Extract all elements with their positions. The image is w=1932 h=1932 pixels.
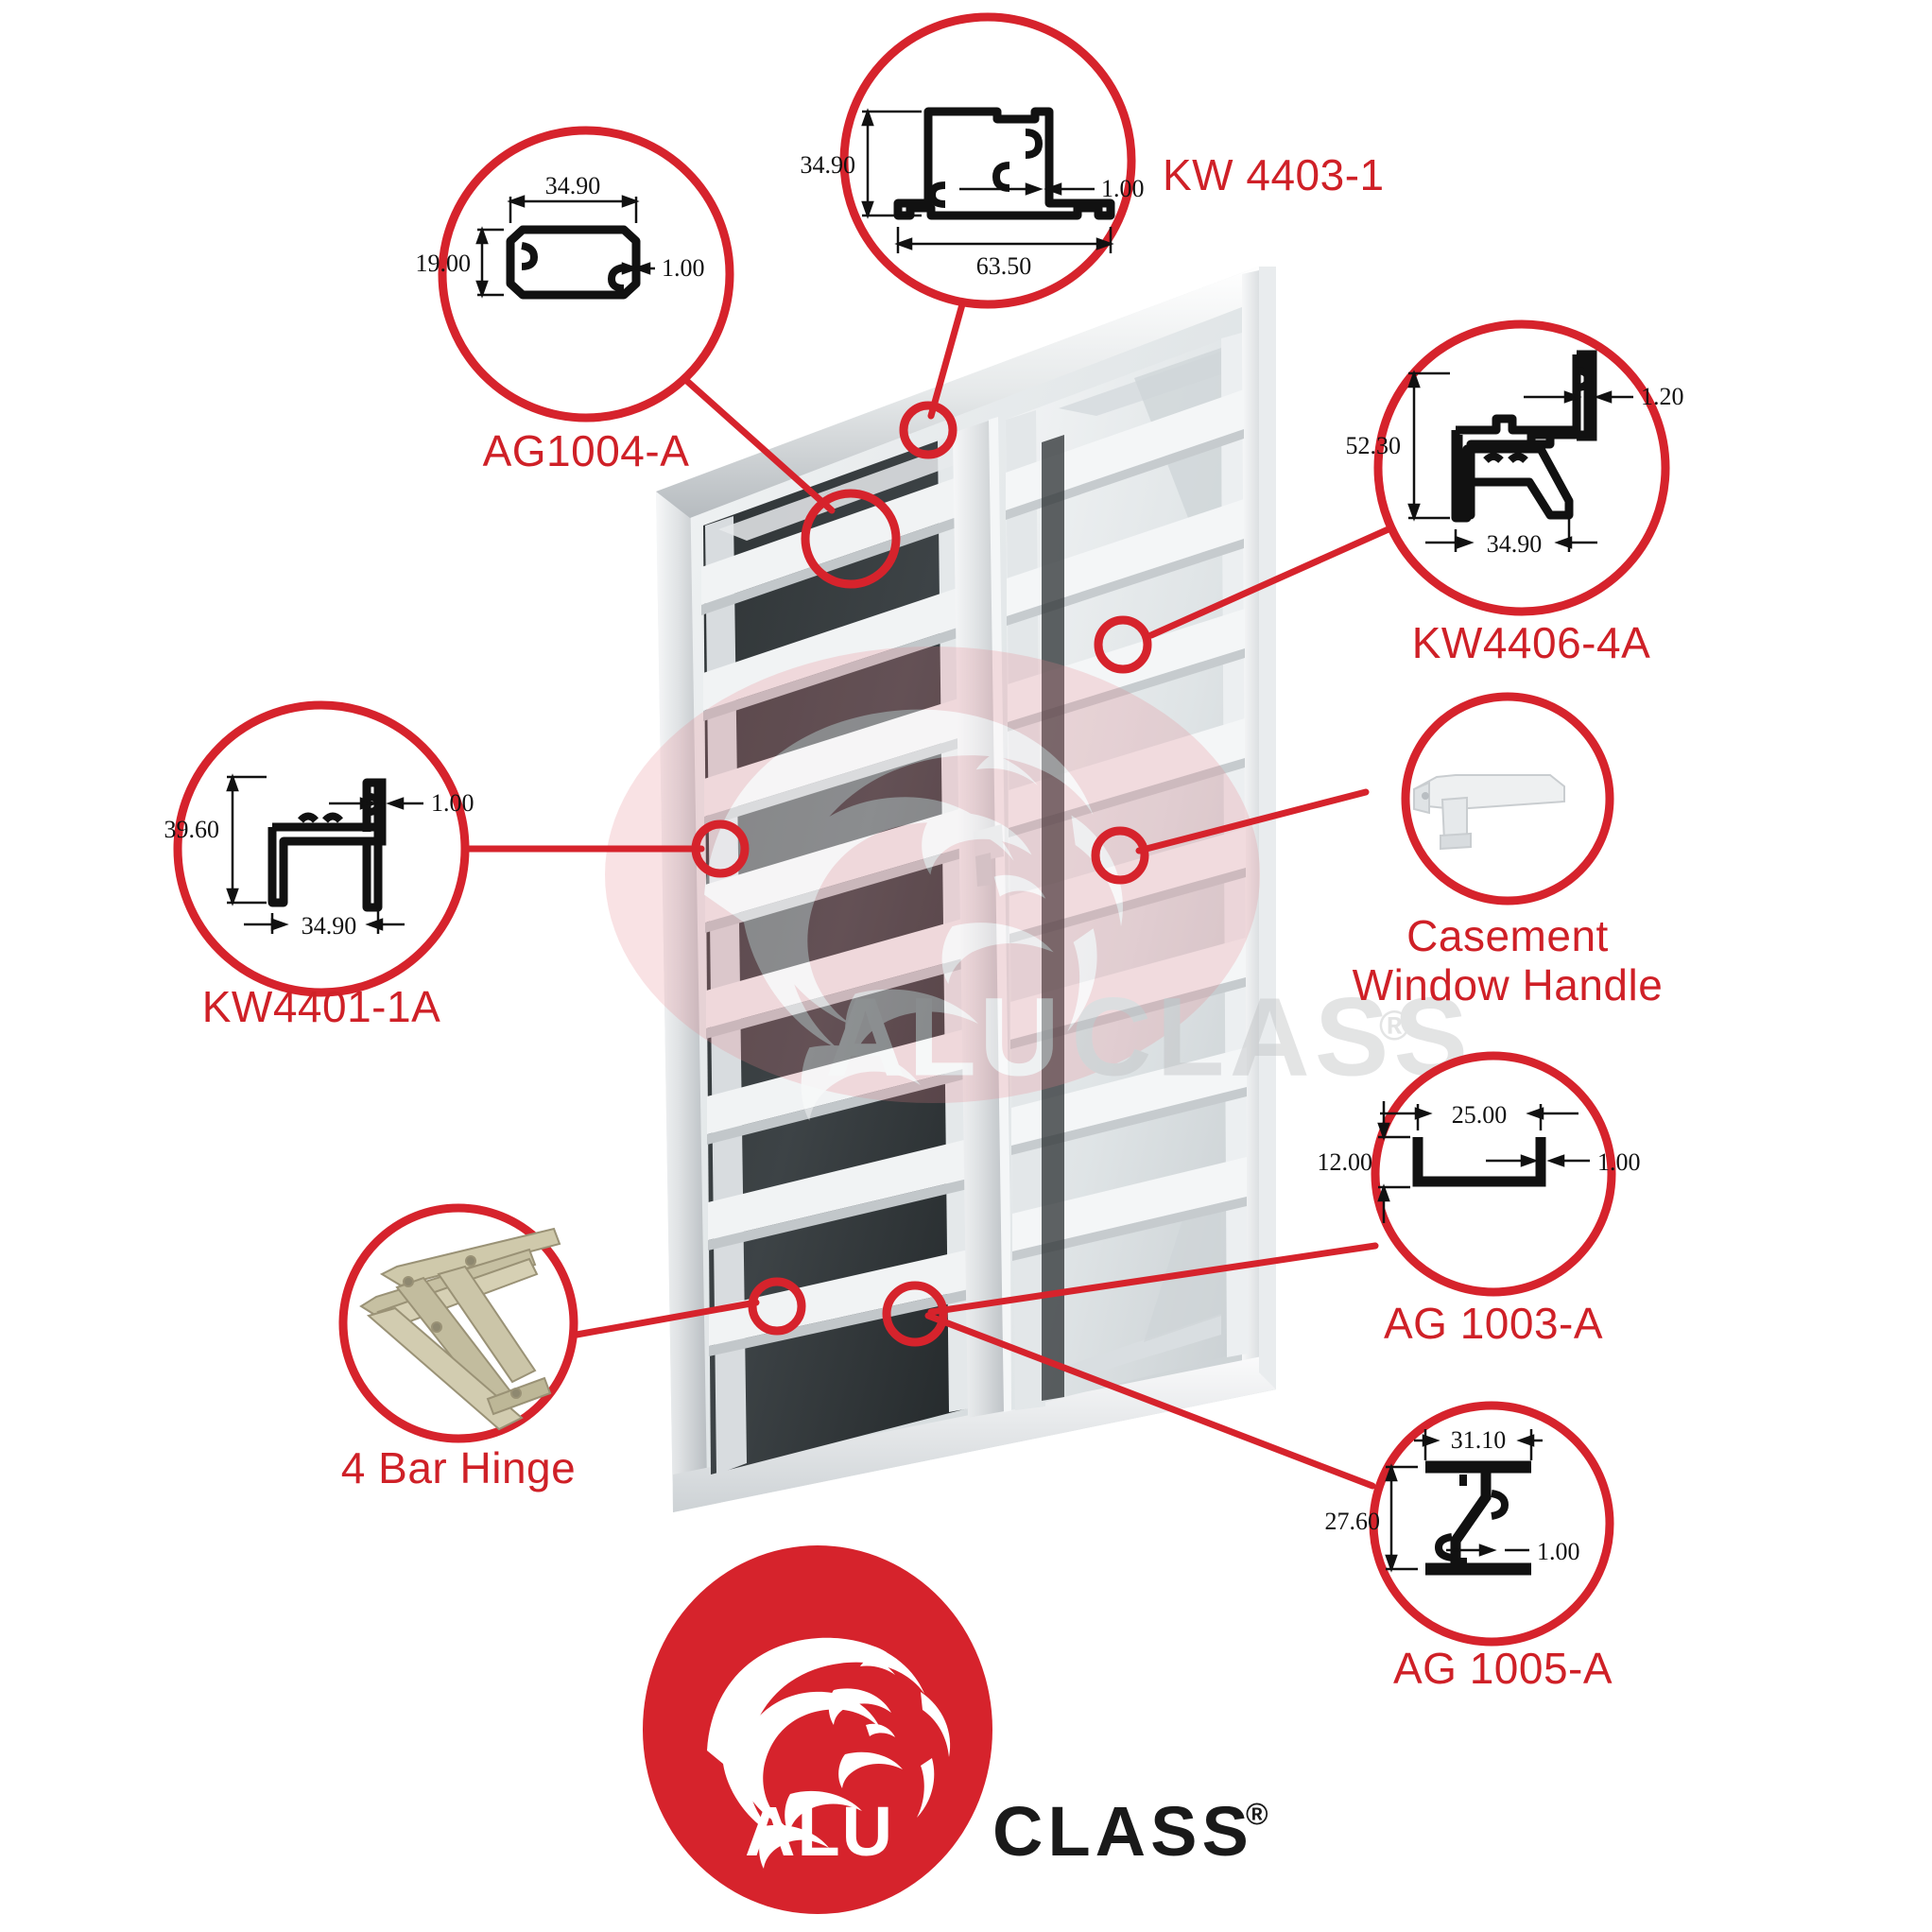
callout-label-kw4403-1: KW 4403-1: [1163, 150, 1385, 199]
leader-ag1005a: [924, 1312, 1376, 1490]
leader-kw4406-4a: [1147, 521, 1403, 639]
marker-ag1004a: [801, 489, 901, 589]
profile-drawing-kw4401-1a: 39.60 1.00 34.90: [164, 773, 474, 940]
callout-label-ag1003a: AG 1003-A: [1383, 1299, 1604, 1348]
dim-kw4401-1a-height: 39.60: [164, 816, 220, 843]
logo-text-alu: ALU: [745, 1792, 894, 1871]
dim-kw4401-1a-thickness: 1.00: [431, 789, 474, 817]
marker-kw4403-1: [899, 401, 957, 459]
leader-casement-handle: [1135, 788, 1370, 854]
lion-head-icon: [707, 1637, 951, 1869]
window-handle-on-sash: [974, 824, 1004, 887]
dim-kw4403-1-width: 63.50: [976, 252, 1032, 280]
dim-ag1005a-thickness: 1.00: [1537, 1538, 1580, 1565]
dim-kw4403-1-thickness: 1.00: [1101, 175, 1145, 202]
callout-label-kw4406-4a: KW4406-4A: [1411, 618, 1651, 667]
callout-label-ag1004a: AG1004-A: [482, 426, 690, 475]
callout-label-ag1005a: AG 1005-A: [1392, 1644, 1613, 1693]
dim-kw4403-1-height: 34.90: [801, 151, 856, 179]
marker-kw4406-4a: [1094, 615, 1152, 674]
hinge-photo-ag: [359, 1227, 561, 1431]
dim-kw4406-4a-height: 52.30: [1346, 432, 1402, 459]
profile-drawing-kw4403-1: 34.90 1.00 63.50: [801, 107, 1145, 280]
window-centre-mullion: [953, 417, 1013, 1418]
callout-label-kw4401-1a: KW4401-1A: [201, 982, 441, 1031]
dim-kw4401-1a-width: 34.90: [302, 912, 357, 940]
profile-drawing-ag1005a: 31.10 27.60 1.00: [1325, 1426, 1580, 1576]
svg-text:®: ®: [1379, 1003, 1410, 1049]
left-leaf-louvre-bars: [701, 475, 969, 1356]
dim-ag1004a-height: 19.00: [416, 250, 472, 277]
window-left-leaf: [701, 433, 970, 1475]
dim-ag1004a-thickness: 1.00: [662, 254, 705, 282]
leader-ag1003a: [927, 1242, 1379, 1316]
dim-ag1003a-width: 25.00: [1452, 1101, 1508, 1129]
dim-kw4406-4a-thickness: 1.20: [1641, 383, 1684, 410]
dim-ag1003a-height: 12.00: [1318, 1148, 1373, 1176]
marker-casement-handle: [1091, 826, 1149, 885]
dim-ag1005a-width: 31.10: [1451, 1426, 1507, 1454]
handle-photo-ag: [1412, 774, 1565, 851]
profile-drawing-ag1003a: 25.00 12.00 1.00: [1318, 1101, 1641, 1223]
leader-4bar-hinge: [573, 1299, 760, 1338]
svg-text:ALU: ALU: [825, 975, 1062, 1099]
marker-4bar-hinge: [748, 1277, 806, 1336]
callout-label-4bar-hinge: 4 Bar Hinge: [340, 1443, 577, 1492]
logo-red-oval: [643, 1545, 992, 1914]
logo-registered-mark: ®: [1246, 1797, 1268, 1831]
dim-kw4406-4a-width: 34.90: [1487, 530, 1543, 558]
marker-kw4401-1a: [691, 819, 750, 878]
svg-text:CLASS: CLASS: [1072, 975, 1474, 1099]
profile-drawing-ag1004a: 34.90 19.00 1.00: [416, 172, 705, 300]
callout-label-casement-handle: Casement Window Handle: [1352, 911, 1664, 1009]
dim-ag1005a-height: 27.60: [1325, 1508, 1381, 1535]
dim-ag1003a-thickness: 1.00: [1597, 1148, 1641, 1176]
marker-ag1003a-ag1005a: [882, 1281, 948, 1347]
dim-ag1004a-width: 34.90: [545, 172, 601, 199]
profile-drawing-kw4406-4a: 52.30 1.20 34.90: [1346, 350, 1684, 558]
leader-kw4403-1: [927, 294, 968, 420]
logo-text-class: CLASS: [992, 1792, 1253, 1871]
